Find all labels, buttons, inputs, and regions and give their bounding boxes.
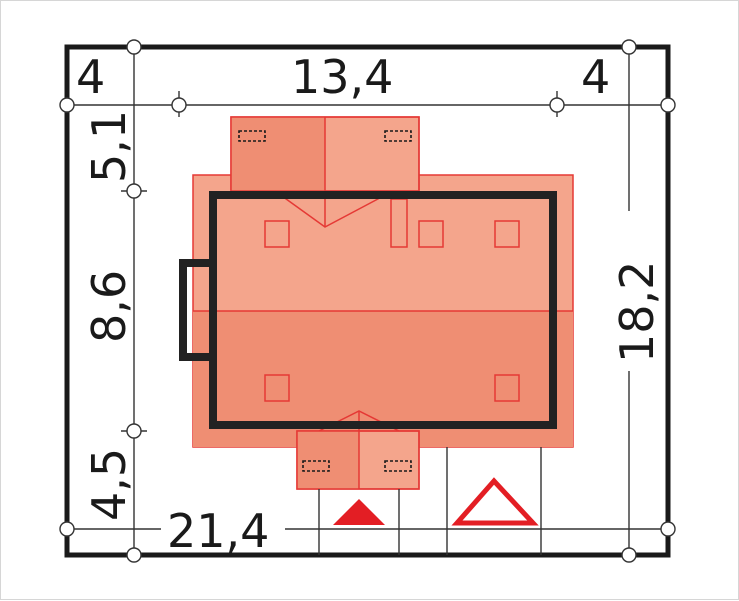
dim-bottom-bg bbox=[161, 505, 285, 551]
dimension-nodes bbox=[59, 39, 676, 563]
dim-left-top: 5,1 bbox=[82, 110, 136, 183]
dim-top-left: 4 bbox=[76, 50, 105, 104]
gate-triangle-icon bbox=[451, 477, 539, 526]
driveway-lines bbox=[318, 447, 542, 555]
dim-left-bottom: 4,5 bbox=[82, 448, 136, 521]
plot-boundary bbox=[64, 44, 671, 558]
dim-left-middle: 8,6 bbox=[82, 270, 136, 343]
dim-right: 18,2 bbox=[610, 261, 664, 363]
dim-top-right: 4 bbox=[581, 50, 610, 104]
dim-bottom: 21,4 bbox=[167, 504, 269, 558]
roof-main bbox=[192, 174, 574, 448]
vent-markers bbox=[238, 130, 412, 472]
house-outline bbox=[179, 191, 557, 429]
entrance-arrow-icon bbox=[333, 499, 385, 525]
dim-top-center: 13,4 bbox=[291, 50, 393, 104]
